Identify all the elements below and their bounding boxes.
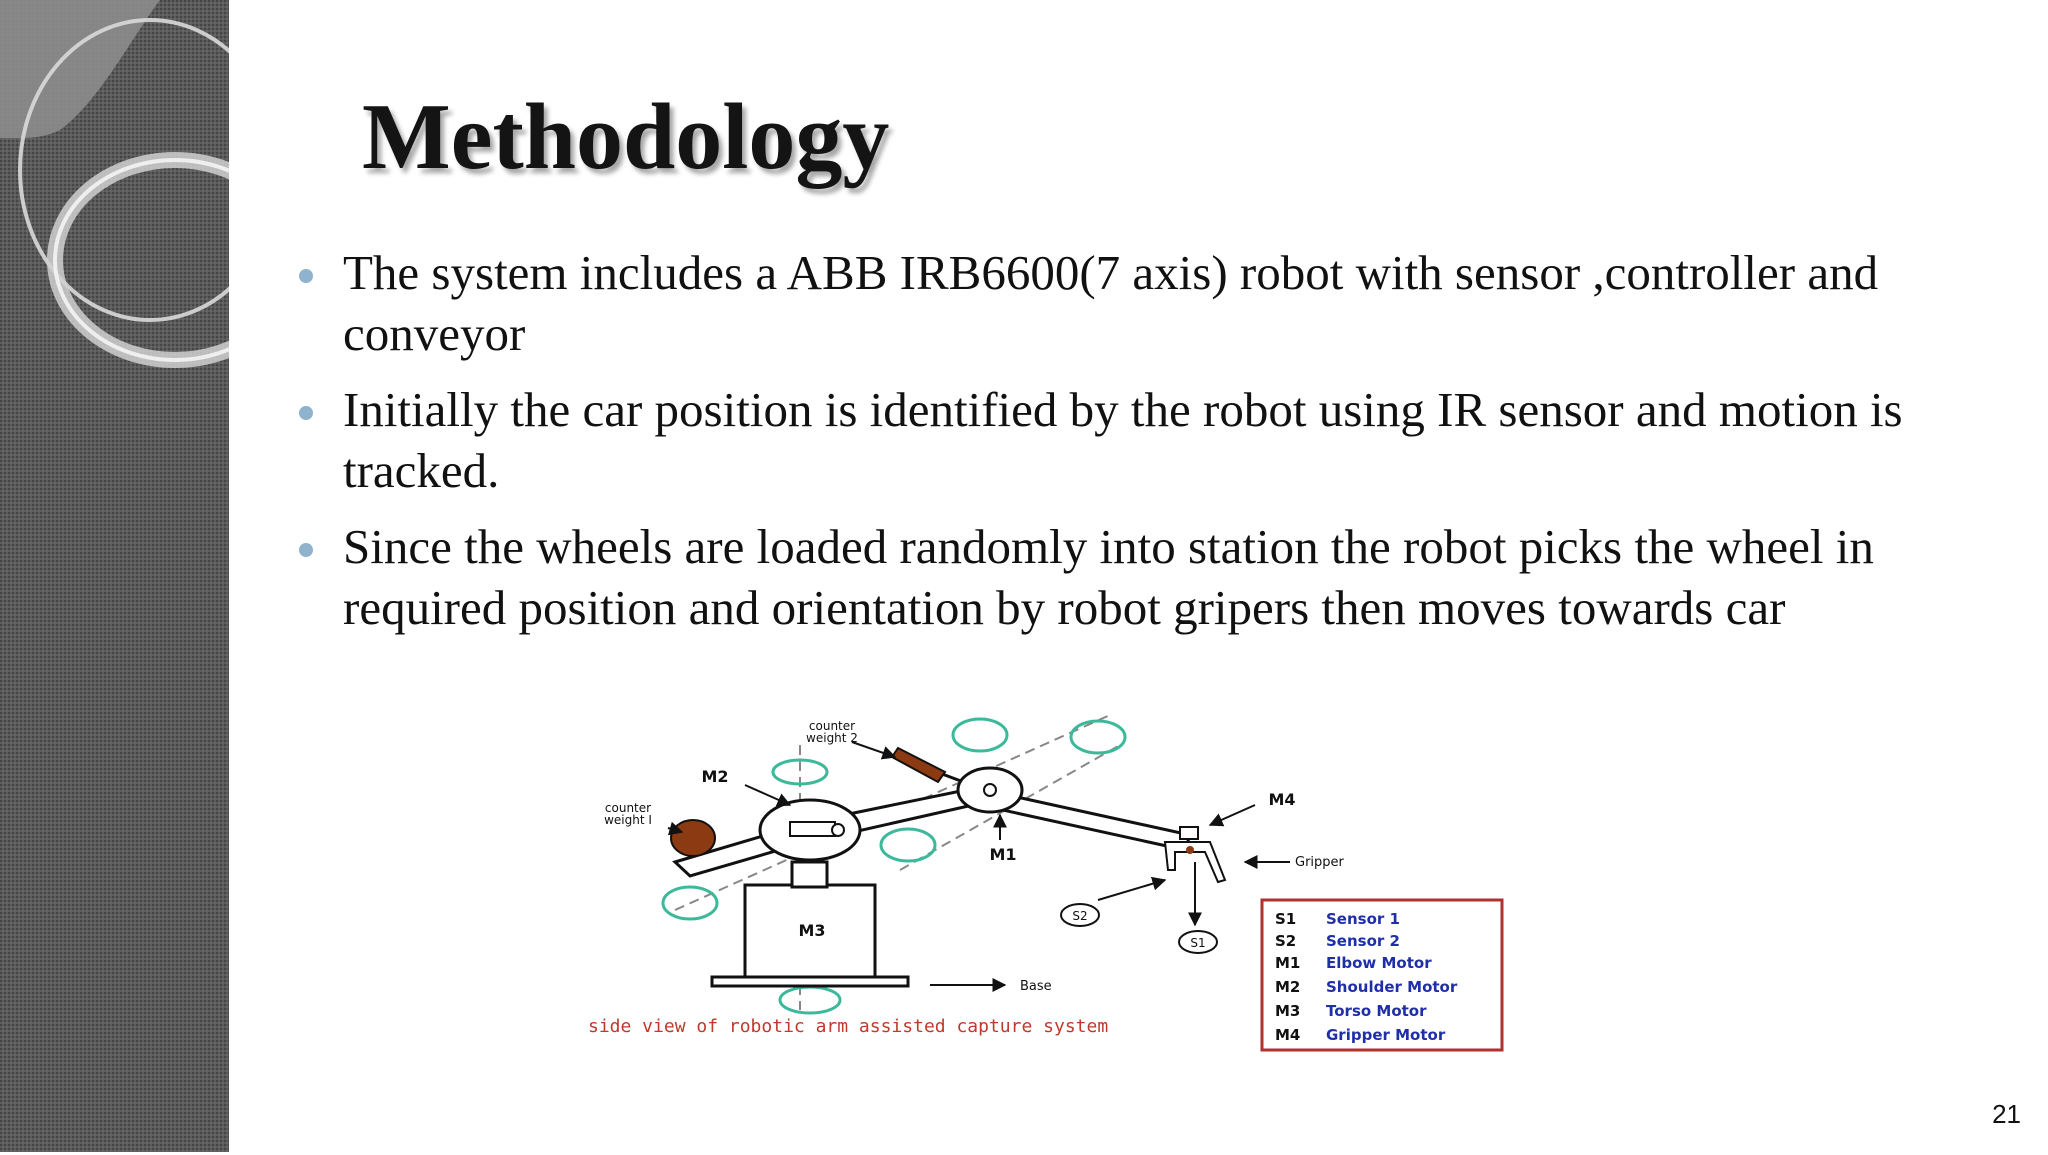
label-m3: M3 (798, 921, 825, 940)
legend-code: S2 (1275, 932, 1296, 950)
legend-text: Elbow Motor (1326, 954, 1432, 972)
diagram-caption: side view of robotic arm assisted captur… (588, 1016, 1108, 1037)
bullet-dot-icon (299, 406, 313, 420)
label-s1: S1 (1190, 936, 1205, 950)
bullet-item: Initially the car position is identified… (295, 379, 1995, 501)
bullet-text: The system includes a ABB IRB6600(7 axis… (343, 245, 1879, 361)
legend-code: M2 (1275, 978, 1300, 996)
bullet-list: The system includes a ABB IRB6600(7 axis… (295, 242, 1995, 653)
legend-box: S1 Sensor 1 S2 Sensor 2 M1 Elbow Motor M… (1260, 898, 1504, 1052)
label-m4: M4 (1268, 790, 1295, 809)
label-counter-weight-1-line2: weight I (604, 813, 652, 827)
torso-column (790, 860, 829, 889)
label-m1: M1 (989, 845, 1016, 864)
label-counter-weight-2-line2: weight 2 (806, 731, 858, 745)
legend-text: Gripper Motor (1326, 1026, 1446, 1044)
bullet-dot-icon (299, 543, 313, 557)
label-counter-weight-1-line1: counter (605, 801, 651, 815)
bullet-item: The system includes a ABB IRB6600(7 axis… (295, 242, 1995, 364)
slide-title: Methodology (362, 85, 890, 189)
rotation-arrows (661, 717, 1127, 1015)
bullet-item: Since the wheels are loaded randomly int… (295, 516, 1995, 638)
sidebar-decoration (0, 0, 229, 1152)
legend-code: M4 (1275, 1026, 1300, 1044)
legend-text: Torso Motor (1326, 1002, 1427, 1020)
legend-text: Shoulder Motor (1326, 978, 1458, 996)
label-base: Base (1020, 979, 1052, 994)
legend-text: Sensor 1 (1326, 910, 1400, 928)
bullet-text: Since the wheels are loaded randomly int… (343, 519, 1874, 635)
counter-weight-2 (890, 746, 947, 784)
label-m2: M2 (701, 767, 728, 786)
label-s2: S2 (1072, 909, 1087, 923)
robot-base-plate (710, 975, 910, 988)
page-number: 21 (1992, 1099, 2021, 1129)
counter-weight-1 (670, 819, 716, 857)
robotic-arm-diagram: counter weight 2 counter weight I M2 M1 … (588, 714, 1504, 1052)
label-gripper: Gripper (1295, 855, 1345, 870)
gripper (1163, 826, 1227, 884)
sensor-s1-marker (1178, 930, 1218, 954)
leader-arrows (667, 741, 1290, 992)
bullet-text: Initially the car position is identified… (343, 382, 1903, 498)
legend-code: S1 (1275, 910, 1296, 928)
legend-text: Sensor 2 (1326, 932, 1400, 950)
sensor-s2-marker (1060, 903, 1100, 927)
robot-base-body (743, 883, 877, 982)
label-counter-weight-2-line1: counter (809, 719, 855, 733)
decorative-rings (0, 0, 229, 368)
bullet-dot-icon (299, 269, 313, 283)
legend-code: M3 (1275, 1002, 1300, 1020)
legend-code: M1 (1275, 954, 1300, 972)
